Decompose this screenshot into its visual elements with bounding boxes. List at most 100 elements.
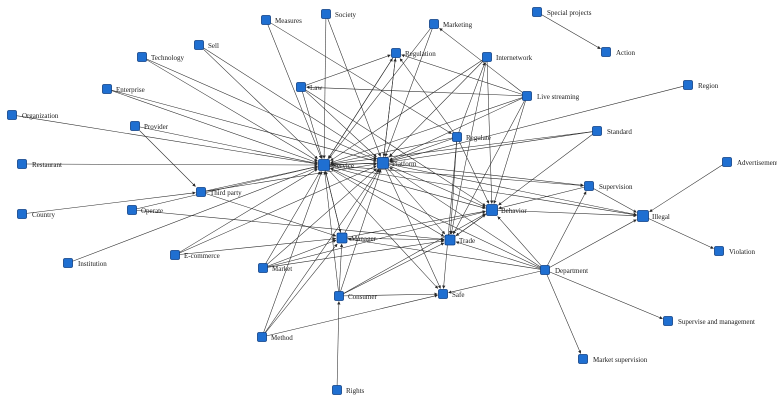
node-operate[interactable]: Operate xyxy=(127,205,164,216)
node-market[interactable]: Market xyxy=(258,263,293,274)
node-technology[interactable]: Technology xyxy=(137,52,185,63)
node-sell[interactable]: Sell xyxy=(194,40,219,51)
node-box-icon[interactable] xyxy=(63,258,73,268)
node-platform[interactable]: Platform xyxy=(377,157,418,169)
node-e-commerce[interactable]: E-commerce xyxy=(170,250,220,261)
node-measures[interactable]: Measures xyxy=(261,15,303,26)
node-box-icon[interactable] xyxy=(318,159,330,171)
edge-service-to-regulation xyxy=(327,58,393,160)
edge-standard-to-platform xyxy=(389,131,593,164)
node-box-icon[interactable] xyxy=(722,157,732,167)
node-rights[interactable]: Rights xyxy=(332,385,365,396)
node-trade[interactable]: Trade xyxy=(444,234,475,246)
node-box-icon[interactable] xyxy=(663,316,673,326)
node-supervise-management[interactable]: Supervise and management xyxy=(663,316,756,327)
edge-market-to-manager xyxy=(267,239,337,267)
edge-regulate-to-platform xyxy=(389,138,453,162)
node-manager[interactable]: Manager xyxy=(336,232,377,244)
node-safe[interactable]: Safe xyxy=(438,289,465,300)
node-advertisement[interactable]: Advertisement xyxy=(722,157,777,168)
node-market-supervision[interactable]: Market supervision xyxy=(578,354,648,365)
node-country[interactable]: Country xyxy=(17,209,56,220)
node-behavior[interactable]: Behavior xyxy=(486,204,528,216)
node-internetwork[interactable]: Internetwork xyxy=(482,52,533,63)
node-region[interactable]: Region xyxy=(683,80,719,91)
node-regulate[interactable]: Regulate xyxy=(452,132,491,143)
edge-law-to-regulation xyxy=(305,54,391,86)
edge-trade-to-behavior xyxy=(454,214,486,237)
edge-live-streaming-to-law xyxy=(306,85,523,97)
node-box-icon[interactable] xyxy=(592,126,602,136)
node-box-icon[interactable] xyxy=(137,52,147,62)
node-box-icon[interactable] xyxy=(7,110,17,120)
node-supervision[interactable]: Supervision xyxy=(584,181,633,192)
edges-layer xyxy=(16,14,723,386)
node-box-icon[interactable] xyxy=(194,40,204,50)
node-department[interactable]: Department xyxy=(540,265,589,276)
node-provider[interactable]: Provider xyxy=(130,121,169,132)
node-box-icon[interactable] xyxy=(578,354,588,364)
node-box-icon[interactable] xyxy=(336,232,348,244)
edge-live-streaming-to-trade xyxy=(452,100,525,235)
node-violation[interactable]: Violation xyxy=(714,246,756,257)
node-box-icon[interactable] xyxy=(444,234,456,246)
node-box-icon[interactable] xyxy=(332,385,342,395)
node-box-icon[interactable] xyxy=(296,82,306,92)
node-box-icon[interactable] xyxy=(261,15,271,25)
node-box-icon[interactable] xyxy=(130,121,140,131)
node-standard[interactable]: Standard xyxy=(592,126,633,137)
node-enterprise[interactable]: Enterprise xyxy=(102,84,145,95)
edge-special-projects-to-action xyxy=(541,14,601,50)
node-box-icon[interactable] xyxy=(196,187,206,197)
node-box-icon[interactable] xyxy=(377,157,389,169)
node-service[interactable]: Service xyxy=(318,159,355,171)
node-box-icon[interactable] xyxy=(683,80,693,90)
node-box-icon[interactable] xyxy=(714,246,724,256)
node-box-icon[interactable] xyxy=(584,181,594,191)
node-illegal[interactable]: Illegal xyxy=(637,210,670,222)
node-box-icon[interactable] xyxy=(170,250,180,260)
node-organization[interactable]: Organization xyxy=(7,110,59,121)
node-box-icon[interactable] xyxy=(17,209,27,219)
node-marketing[interactable]: Marketing xyxy=(429,19,473,30)
node-box-icon[interactable] xyxy=(482,52,492,62)
edge-service-to-trade xyxy=(329,168,445,237)
node-institution[interactable]: Institution xyxy=(63,258,108,269)
edge-department-to-illegal xyxy=(549,219,637,268)
node-box-icon[interactable] xyxy=(429,19,439,29)
edge-measures-to-regulate xyxy=(270,22,452,134)
node-box-icon[interactable] xyxy=(391,48,401,58)
node-society[interactable]: Society xyxy=(321,9,357,20)
node-label: Advertisement xyxy=(737,159,777,167)
node-law[interactable]: Law xyxy=(296,82,324,93)
node-box-icon[interactable] xyxy=(438,289,448,299)
node-restaurant[interactable]: Restaurant xyxy=(17,159,62,170)
node-box-icon[interactable] xyxy=(540,265,550,275)
node-box-icon[interactable] xyxy=(532,7,542,17)
node-box-icon[interactable] xyxy=(601,47,611,57)
node-box-icon[interactable] xyxy=(257,332,267,342)
node-box-icon[interactable] xyxy=(17,159,27,169)
node-label: Special projects xyxy=(547,9,592,17)
node-box-icon[interactable] xyxy=(334,291,344,301)
node-live-streaming[interactable]: Live streaming xyxy=(522,91,580,102)
node-box-icon[interactable] xyxy=(127,205,137,215)
node-box-icon[interactable] xyxy=(522,91,532,101)
node-box-icon[interactable] xyxy=(102,84,112,94)
edge-manager-to-platform xyxy=(344,169,380,234)
node-action[interactable]: Action xyxy=(601,47,636,58)
node-box-icon[interactable] xyxy=(637,210,649,222)
node-regulation[interactable]: Regulation xyxy=(391,48,437,59)
edge-supervision-to-illegal xyxy=(593,188,637,213)
edge-platform-to-regulation xyxy=(383,58,397,158)
node-consumer[interactable]: Consumer xyxy=(334,291,378,302)
node-box-icon[interactable] xyxy=(321,9,331,19)
node-box-icon[interactable] xyxy=(452,132,462,142)
edge-third-party-to-manager xyxy=(205,193,337,237)
node-box-icon[interactable] xyxy=(258,263,268,273)
node-method[interactable]: Method xyxy=(257,332,294,343)
edge-consumer-to-service xyxy=(323,171,339,292)
node-third-party[interactable]: Third party xyxy=(196,187,243,198)
node-special-projects[interactable]: Special projects xyxy=(532,7,592,18)
node-box-icon[interactable] xyxy=(486,204,498,216)
